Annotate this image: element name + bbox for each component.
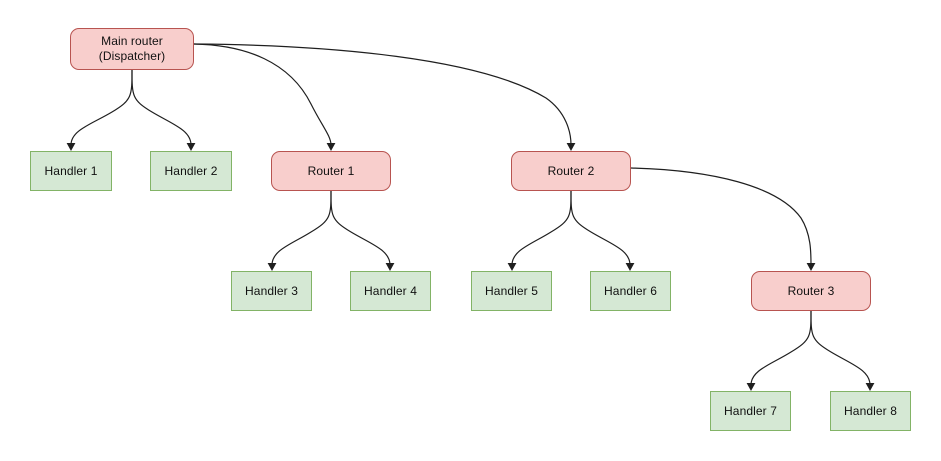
edge-router-2-to-handler-5 [507,190,572,271]
edge-line [511,190,572,266]
edge-main-router-to-router-2 [193,43,576,151]
node-label: Handler 8 [844,403,897,418]
edge-main-router-to-handler-2 [131,69,196,151]
node-label: Main router (Dispatcher) [98,34,166,63]
edge-line [193,43,332,146]
edge-router-1-to-handler-4 [330,190,395,271]
node-router-1[interactable]: Router 1 [271,151,391,191]
arrowhead-icon [507,263,517,271]
node-label: Router 3 [787,283,835,298]
node-handler-4[interactable]: Handler 4 [350,271,431,311]
node-handler-2[interactable]: Handler 2 [150,151,232,191]
arrowhead-icon [385,263,395,271]
arrowhead-icon [326,143,336,151]
edge-line [70,69,133,146]
edge-line [750,310,812,386]
node-handler-1[interactable]: Handler 1 [30,151,112,191]
node-handler-7[interactable]: Handler 7 [710,391,791,431]
arrowhead-icon [865,383,875,391]
edge-line [193,43,572,146]
edge-router-2-to-router-3 [630,167,816,271]
node-handler-3[interactable]: Handler 3 [231,271,312,311]
arrowhead-icon [267,263,277,271]
node-label: Handler 1 [44,163,98,178]
edge-line [330,190,391,266]
edge-router-2-to-handler-6 [570,190,635,271]
node-main-router[interactable]: Main router (Dispatcher) [70,28,194,70]
edge-line [271,190,332,266]
edge-main-router-to-router-1 [193,43,336,151]
node-handler-8[interactable]: Handler 8 [830,391,911,431]
node-label: Handler 2 [164,163,218,178]
edge-line [630,167,812,266]
node-router-3[interactable]: Router 3 [751,271,871,311]
node-label: Handler 7 [724,403,777,418]
node-label: Handler 5 [485,283,538,298]
edge-router-3-to-handler-7 [746,310,812,391]
arrowhead-icon [186,143,196,151]
edge-main-router-to-handler-1 [66,69,133,151]
node-label: Handler 4 [364,283,417,298]
edge-router-3-to-handler-8 [810,310,875,391]
node-label: Handler 3 [245,283,298,298]
arrowhead-icon [625,263,635,271]
arrowhead-icon [746,383,756,391]
node-handler-6[interactable]: Handler 6 [590,271,671,311]
arrowhead-icon [806,263,816,271]
node-handler-5[interactable]: Handler 5 [471,271,552,311]
edge-line [570,190,631,266]
edge-line [810,310,871,386]
node-label: Handler 6 [604,283,657,298]
node-label: Router 1 [307,163,355,178]
edge-line [131,69,192,146]
arrowhead-icon [66,143,76,151]
arrowhead-icon [566,143,576,151]
node-router-2[interactable]: Router 2 [511,151,631,191]
node-label: Router 2 [547,163,595,178]
edge-router-1-to-handler-3 [267,190,332,271]
